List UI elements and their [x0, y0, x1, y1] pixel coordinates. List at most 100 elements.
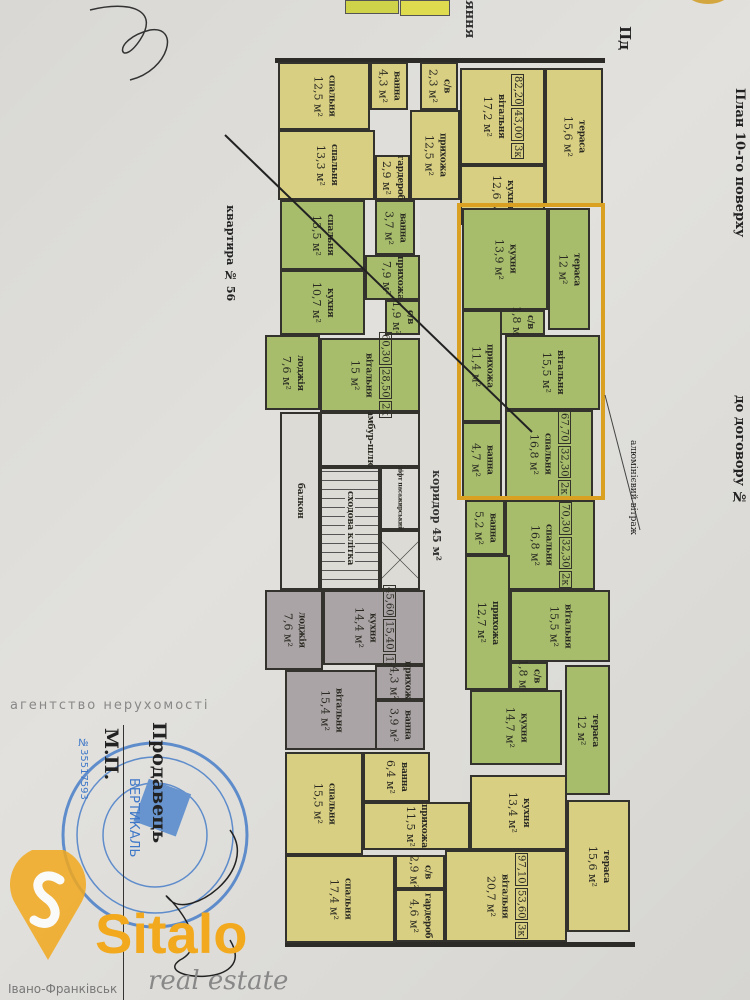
compass-rose-icon: [692, 0, 724, 4]
lift-shaft: [380, 530, 420, 590]
airlock-label: тамбур-шлюз: [365, 405, 375, 474]
apartment-number-label: квартира № 56: [224, 205, 237, 302]
handwritten-signature: [89, 5, 169, 81]
apartment-living-area: 53,60: [514, 887, 528, 921]
room-area: 10,7 м²: [310, 282, 323, 323]
room-label: вітальня: [496, 94, 506, 139]
apartment-total-area: 60,30: [378, 332, 392, 365]
apartment-rooms: 2к: [557, 480, 571, 497]
room-area: 2,3 м²: [426, 69, 440, 103]
room-label: кухня: [505, 180, 515, 210]
room-label: ванна: [484, 445, 495, 475]
apartment-total-area: 45,60: [382, 584, 396, 618]
passenger-lift: ліфт пасажирський: [380, 466, 420, 531]
room-area: 15,6 м²: [561, 116, 575, 157]
outer-wall-top: [275, 58, 605, 63]
room-area: 1,8 м²: [516, 659, 530, 693]
room-area: 17,2 м²: [481, 96, 494, 137]
lift-label: ліфт пасажирський: [396, 466, 404, 531]
apartment-rooms: 3к: [514, 922, 528, 939]
aluminum-glazing-label: алюмінієвий вітраж: [628, 440, 638, 535]
room-label: ванна: [402, 710, 413, 740]
room-area: 16,8 м²: [528, 524, 542, 566]
compass-label: Пд: [616, 26, 634, 51]
room-area: 5,2 м²: [472, 510, 486, 545]
room-area: 11,5 м²: [404, 805, 417, 847]
apartment-living-area: 32,30: [557, 445, 571, 479]
room-area: 15,5 м²: [540, 352, 553, 393]
room-area: 15,5 м²: [311, 783, 325, 824]
room-label: спальня: [342, 878, 353, 920]
room-label: гардероб: [395, 154, 405, 201]
room-label: с/в: [531, 668, 542, 684]
room-area: 15,6 м²: [586, 845, 599, 887]
room-label: ванна: [399, 762, 409, 792]
apartment-living-area: 43,00: [511, 108, 524, 141]
seller-signature: [165, 829, 239, 978]
room-label: спальня: [326, 782, 337, 825]
room-label: тераса: [601, 849, 611, 883]
stairwell: сходова клітка: [320, 467, 380, 590]
plan-title: План 10-го поверху: [732, 88, 747, 238]
contract-reference: до договору №: [732, 395, 747, 506]
room-area: 3,7 м²: [382, 210, 396, 245]
legend-swatch-green: [345, 0, 399, 14]
corridor-name: коридор: [430, 470, 443, 524]
room-label: с/в: [525, 315, 535, 330]
room-label: прихожа: [395, 255, 405, 300]
room-label: прихожа: [490, 600, 500, 645]
room-area: 4,3 м²: [376, 69, 390, 103]
room-area: 7,6 м²: [280, 355, 293, 390]
signature-line: [123, 725, 124, 1000]
corridor-area: 45 м²: [430, 527, 443, 561]
room-area: 11,4 м²: [469, 345, 483, 387]
balcony: балкон: [280, 412, 320, 590]
apartment-total-area: 97,10: [514, 853, 528, 886]
room-label: вітальня: [555, 350, 565, 395]
room-area: 4,3 м²: [387, 665, 401, 700]
apartment-living-area: 32,30: [558, 536, 572, 570]
airlock: тамбур-шлюз: [320, 405, 420, 474]
watermark-tagline: real estate: [148, 966, 289, 996]
room-area: 2,9 м²: [407, 855, 421, 889]
watermark-agency: агентство нерухомості: [10, 698, 210, 713]
room-label: с/в: [441, 78, 452, 94]
room-area: 13,5 м²: [310, 214, 323, 256]
room-area: 15 м²: [348, 359, 362, 391]
company-seal: [61, 741, 249, 929]
apartment-living-area: 15,40: [382, 619, 396, 652]
room-area: 14,4 м²: [352, 607, 366, 648]
room-label: кухня: [367, 612, 378, 643]
legend-swatch-yellow: [400, 0, 450, 16]
room-area: 17,4 м²: [327, 878, 341, 920]
stairwell-label: сходова клітка: [345, 491, 355, 566]
room-label: вітальня: [562, 603, 573, 649]
room-label: прихожа: [419, 804, 429, 848]
seal-code: №35517593: [78, 738, 89, 800]
apartment-living-area: 28,50: [378, 366, 392, 400]
room-label: кухня: [521, 797, 531, 828]
